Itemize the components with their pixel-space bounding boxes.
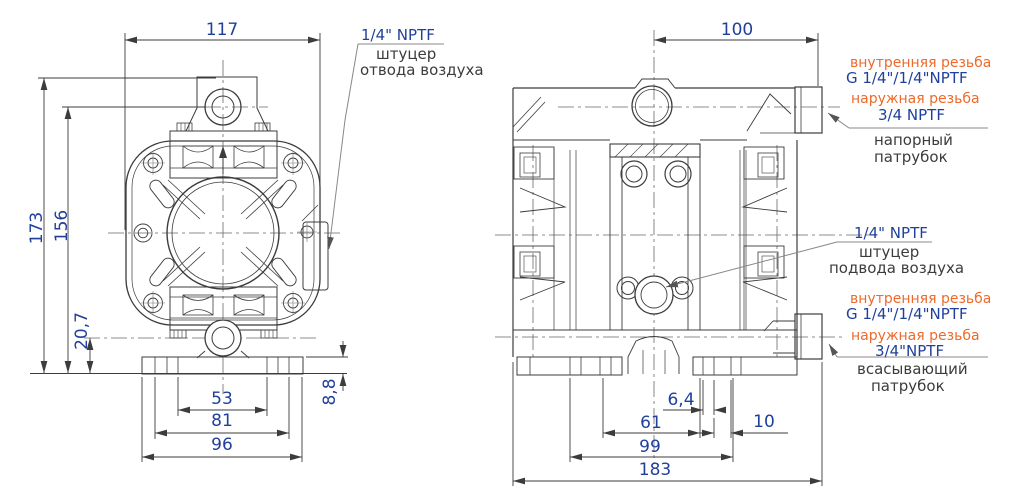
dim-side-feet-outer: 99	[639, 436, 661, 457]
dim-front-height-air-port: 156	[51, 209, 72, 243]
dim-front-height-total: 173	[26, 211, 47, 245]
air-outlet-thread: 1/4" NPTF	[361, 26, 435, 44]
dim-side-slot-edge: 10	[753, 411, 775, 432]
leader-lines	[327, 43, 988, 358]
suction-name-line2: патрубок	[871, 377, 945, 395]
suction-external-thread: 3/4"NPTF	[875, 342, 945, 360]
dimension-lines-front	[30, 33, 348, 462]
discharge-external-thread: 3/4 NPTF	[878, 106, 945, 124]
dim-side-slot-width: 6,4	[667, 389, 695, 410]
centerlines	[84, 30, 872, 463]
discharge-name-line2: патрубок	[874, 148, 948, 166]
air-outlet-line2: отвода воздуха	[360, 61, 484, 79]
suction-internal-label: внутренняя резьба	[850, 291, 992, 307]
air-outlet-line1: штуцер	[376, 45, 437, 63]
suction-external-label: наружная резьба	[851, 328, 980, 344]
dim-front-slots-outer: 81	[211, 410, 233, 431]
dim-side-port-offset: 100	[720, 19, 754, 40]
air-inlet-line2: подвода воздуха	[829, 259, 965, 277]
dim-front-base-width: 96	[211, 434, 233, 455]
dim-front-slots-inner: 53	[211, 388, 233, 409]
dimension-lines-side	[512, 33, 823, 486]
dim-front-overall-width: 117	[205, 19, 239, 40]
dim-front-plate-thickness: 8,8	[319, 378, 340, 406]
discharge-internal-thread: G 1/4"/1/4"NPTF	[846, 69, 968, 87]
dim-front-base-to-port: 20,7	[71, 312, 92, 350]
discharge-name-line1: напорный	[874, 131, 953, 149]
discharge-external-label: наружная резьба	[851, 91, 980, 107]
air-inlet-line1: штуцер	[859, 243, 920, 261]
suction-internal-thread: G 1/4"/1/4"NPTF	[846, 305, 968, 323]
side-view-drawing	[512, 78, 823, 376]
discharge-internal-label: внутренняя резьба	[850, 55, 992, 71]
suction-name-line1: всасывающий	[857, 360, 968, 378]
front-view-drawing	[125, 76, 329, 375]
air-inlet-thread: 1/4" NPTF	[854, 224, 928, 242]
dim-side-overall-length: 183	[638, 459, 672, 480]
dim-side-feet-inner: 61	[640, 412, 662, 433]
